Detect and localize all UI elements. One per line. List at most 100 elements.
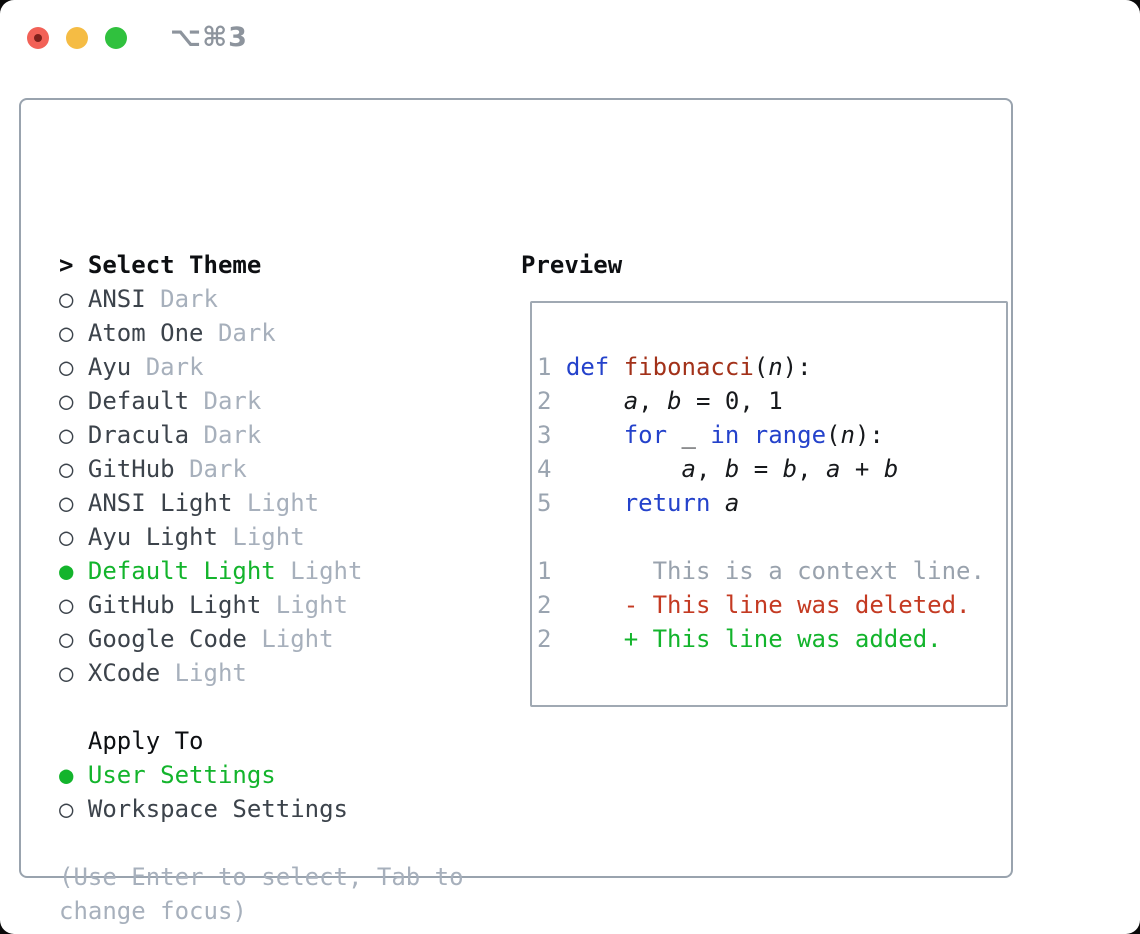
- code-segment: b: [782, 455, 798, 483]
- select-theme-label: Select Theme: [87, 251, 262, 279]
- code-segment: =: [739, 455, 783, 483]
- preview-pane: 1 def fibonacci(n): 2 a, b = 0, 1 3 for …: [530, 301, 1008, 707]
- code-segment: [739, 421, 753, 449]
- radio-selected-icon: ●: [59, 761, 74, 789]
- apply-to-header: Apply To: [87, 727, 204, 755]
- theme-option-google-code[interactable]: ○ Google Code Light: [59, 622, 499, 656]
- theme-name: GitHub: [87, 455, 175, 483]
- code-segment: ,: [797, 455, 827, 483]
- code-segment: 2: [537, 387, 552, 415]
- theme-variant: Light: [174, 659, 247, 687]
- code-segment: 2: [537, 625, 552, 653]
- radio-icon: ○: [59, 489, 74, 517]
- theme-option-ansi-light[interactable]: ○ ANSI Light Light: [59, 486, 499, 520]
- theme-option-github-dark[interactable]: ○ GitHub Dark: [59, 452, 499, 486]
- radio-selected-icon: ●: [59, 557, 74, 585]
- apply-option-user-settings[interactable]: ● User Settings: [59, 758, 499, 792]
- apply-option-label: User Settings: [87, 761, 276, 789]
- code-line: [537, 520, 1006, 554]
- theme-name: Default: [87, 387, 190, 415]
- theme-option-dracula-dark[interactable]: ○ Dracula Dark: [59, 418, 499, 452]
- code-segment: 2: [537, 591, 552, 619]
- code-segment: a: [826, 455, 841, 483]
- close-button-dot: [34, 34, 42, 42]
- theme-menu: > Select Theme ○ ANSI Dark ○ Atom One Da…: [59, 248, 499, 928]
- code-segment: (: [753, 353, 769, 381]
- code-segment: b: [724, 455, 740, 483]
- radio-icon: ○: [59, 285, 74, 313]
- theme-variant: Dark: [160, 285, 218, 313]
- theme-picker-panel: > Select Theme ○ ANSI Dark ○ Atom One Da…: [19, 98, 1013, 925]
- code-segment: + This line was added.: [623, 625, 942, 653]
- code-segment: b: [883, 455, 899, 483]
- code-segment: fibonacci: [623, 353, 754, 381]
- minimize-button[interactable]: [66, 27, 88, 49]
- code-segment: [551, 591, 623, 619]
- code-line: 5 return a: [537, 486, 1006, 520]
- code-segment: a: [623, 387, 639, 415]
- code-line: 4 a, b = b, a + b: [537, 452, 1006, 486]
- theme-name: Ayu: [87, 353, 132, 381]
- code-segment: This is a context line.: [551, 557, 985, 585]
- theme-variant: Dark: [145, 353, 204, 381]
- code-segment: - This line was deleted.: [623, 591, 971, 619]
- code-segment: = 0, 1: [681, 387, 783, 415]
- apply-option-workspace-settings[interactable]: ○ Workspace Settings: [59, 792, 499, 826]
- code-line: 1 def fibonacci(n):: [537, 350, 1006, 384]
- code-segment: def: [565, 353, 610, 381]
- code-segment: +: [840, 455, 884, 483]
- preview-header: Preview: [521, 251, 623, 279]
- theme-name: ANSI Light: [87, 489, 233, 517]
- radio-icon: ○: [59, 659, 74, 687]
- code-segment: 5: [537, 489, 552, 517]
- theme-option-ayu-dark[interactable]: ○ Ayu Dark: [59, 350, 499, 384]
- radio-icon: ○: [59, 591, 74, 619]
- zoom-button[interactable]: [105, 27, 127, 49]
- theme-name: Atom One: [87, 319, 204, 347]
- radio-icon: ○: [59, 625, 74, 653]
- theme-variant: Dark: [203, 387, 262, 415]
- theme-variant: Light: [290, 557, 363, 585]
- code-segment: b: [667, 387, 682, 415]
- theme-option-ansi-dark[interactable]: ○ ANSI Dark: [59, 282, 499, 316]
- code-segment: in: [710, 421, 740, 449]
- select-theme-header: > Select Theme: [59, 248, 499, 282]
- theme-option-atom-one-dark[interactable]: ○ Atom One Dark: [59, 316, 499, 350]
- theme-name: Google Code: [87, 625, 247, 653]
- theme-name: GitHub Light: [87, 591, 262, 619]
- code-segment: (: [826, 421, 841, 449]
- theme-name: ANSI: [87, 285, 146, 313]
- theme-name: Default Light: [87, 557, 276, 585]
- code-segment: _: [667, 421, 711, 449]
- theme-variant: Dark: [217, 319, 276, 347]
- diff-context-line: 1 This is a context line.: [537, 554, 1006, 588]
- code-segment: ,: [638, 387, 668, 415]
- theme-name: XCode: [87, 659, 161, 687]
- code-segment: 1: [537, 557, 552, 585]
- radio-icon: ○: [59, 795, 74, 823]
- code-segment: [551, 625, 623, 653]
- code-segment: ,: [695, 455, 725, 483]
- close-button[interactable]: [27, 27, 49, 49]
- theme-option-xcode[interactable]: ○ XCode Light: [59, 656, 499, 690]
- window-shortcut-label: ⌥⌘3: [170, 22, 248, 53]
- radio-icon: ○: [59, 319, 74, 347]
- code-segment: for: [623, 421, 668, 449]
- theme-variant: Light: [232, 523, 305, 551]
- code-segment: ):: [854, 421, 884, 449]
- code-segment: a: [681, 455, 696, 483]
- theme-variant: Light: [275, 591, 348, 619]
- radio-icon: ○: [59, 455, 74, 483]
- theme-variant: Light: [261, 625, 334, 653]
- theme-option-default-light[interactable]: ● Default Light Light: [59, 554, 499, 588]
- theme-option-ayu-light[interactable]: ○ Ayu Light Light: [59, 520, 499, 554]
- theme-option-github-light[interactable]: ○ GitHub Light Light: [59, 588, 499, 622]
- theme-option-default-dark[interactable]: ○ Default Dark: [59, 384, 499, 418]
- theme-name: Ayu Light: [87, 523, 218, 551]
- radio-icon: ○: [59, 523, 74, 551]
- code-segment: n: [840, 421, 855, 449]
- code-segment: a: [724, 489, 740, 517]
- code-segment: 3: [537, 421, 552, 449]
- code-segment: [710, 489, 724, 517]
- theme-variant: Dark: [189, 455, 247, 483]
